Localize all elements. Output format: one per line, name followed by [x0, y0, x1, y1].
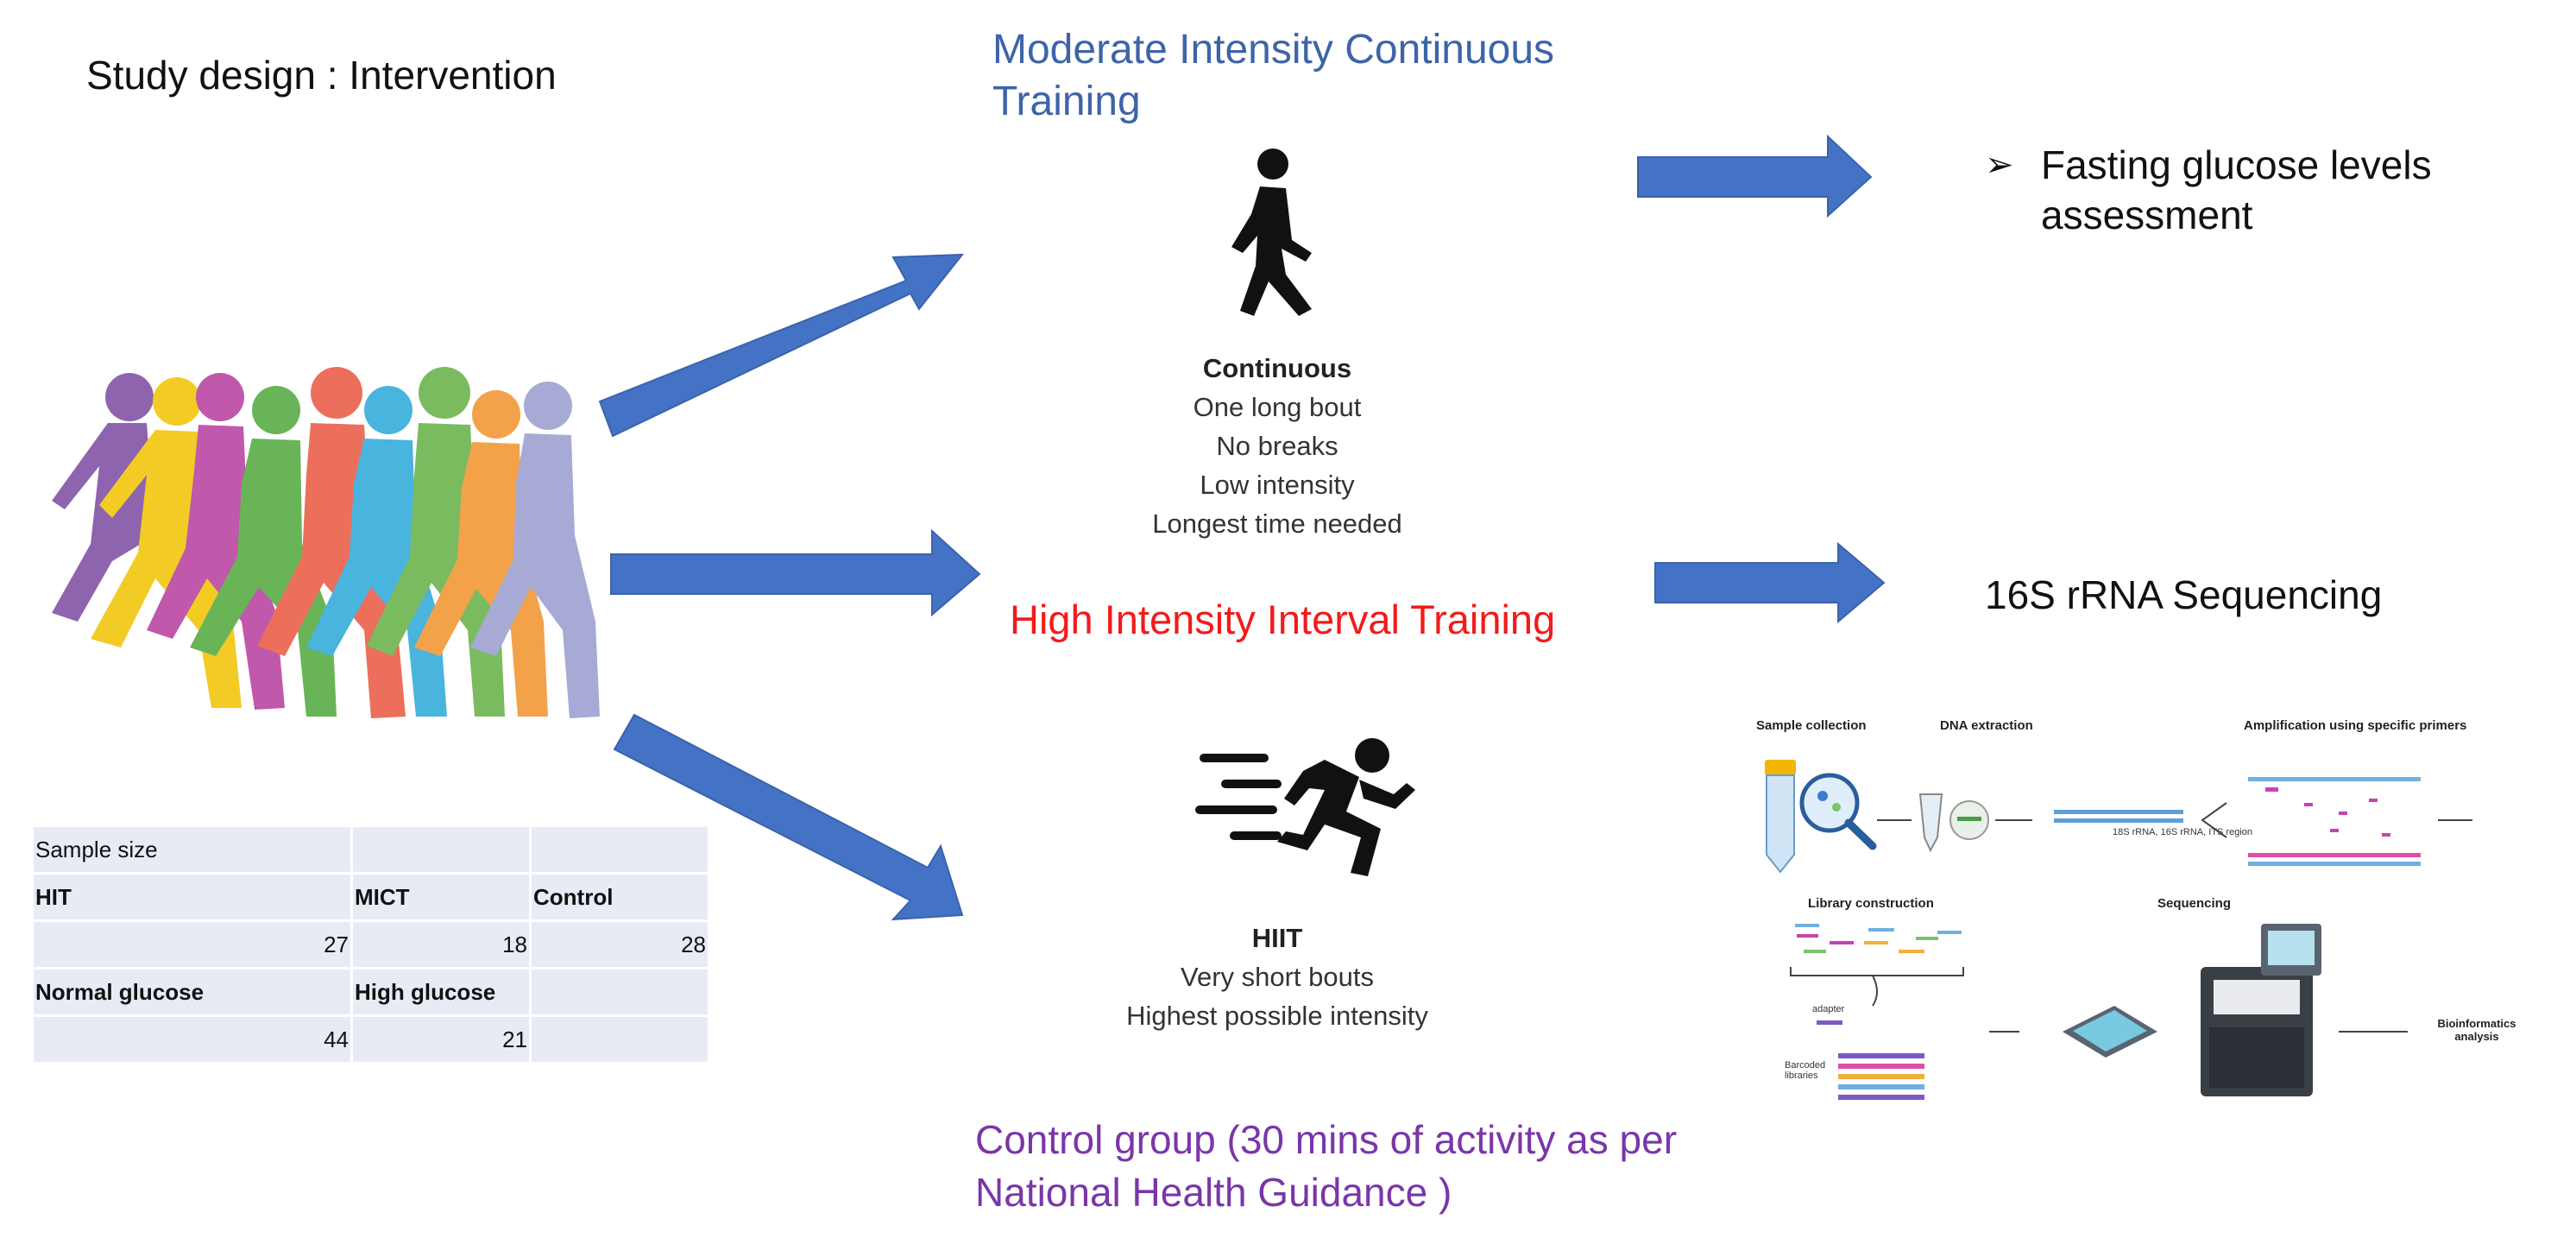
continuous-heading: Continuous [1202, 353, 1352, 383]
table-row: 44 21 [31, 1014, 710, 1064]
workflow-library-label: Library construction [1808, 896, 1934, 911]
table-header-cell: Sample size [31, 824, 353, 875]
barcoded-libraries-icon [1838, 1053, 1924, 1100]
continuous-line: No breaks [1216, 431, 1338, 461]
sample-size-table: Sample size HIT MICT Control 27 18 28 No… [31, 824, 710, 1064]
primer-strands-icon [2248, 777, 2421, 866]
table-row: Normal glucose High glucose [31, 967, 710, 1017]
arrow-to-fasting [1637, 134, 1873, 218]
arrow-bullet-icon: ➢ [1985, 146, 2014, 184]
workflow-graphics [1765, 760, 2472, 1100]
workflow-region-note: 18S rRNA, 16S rRNA, ITS region [2113, 827, 2253, 837]
library-fragments-icon [1790, 924, 1964, 1025]
workflow-sample-collection-label: Sample collection [1756, 718, 1867, 733]
workflow-sequencing-label: Sequencing [2157, 896, 2232, 911]
hiit-title: High Intensity Interval Training [1010, 597, 1556, 642]
runner-lavender-icon [470, 382, 600, 718]
pipette-tube-icon [1918, 793, 1989, 853]
dna-strand-icon [2054, 810, 2183, 823]
hiit-heading: HIIT [1251, 923, 1303, 953]
glucose-value-normal: 44 [31, 1014, 353, 1064]
glucose-value-high: 21 [350, 1014, 532, 1064]
continuous-line: One long bout [1193, 392, 1362, 422]
runner-orange-icon [414, 390, 548, 717]
sequencing-workflow-diagram: Sample collection DNA extraction Amplifi… [1743, 708, 2537, 1114]
table-row: 27 18 28 [31, 919, 710, 970]
runner-magenta-icon [147, 373, 285, 710]
control-group-title: Control group (30 mins of activity as pe… [975, 1117, 1678, 1215]
continuous-line: Low intensity [1200, 470, 1355, 500]
group-label-control: Control [529, 872, 710, 922]
walking-person-icon [1231, 148, 1312, 316]
glucose-label-normal: Normal glucose [31, 967, 353, 1017]
runners-illustration [52, 367, 600, 718]
hiit-description: HIIT Very short bouts Highest possible i… [1087, 919, 1467, 1035]
continuous-line: Longest time needed [1152, 508, 1402, 539]
hiit-line: Very short bouts [1180, 962, 1374, 992]
arrow-to-hiit [610, 528, 981, 617]
table-row: HIT MICT Control [31, 872, 710, 922]
workflow-barcoded-label: Barcoded libraries [1785, 1060, 1826, 1081]
hiit-line: Highest possible intensity [1126, 1001, 1428, 1031]
workflow-amplification-label: Amplification using specific primers [2244, 718, 2467, 733]
runner-blue-icon [306, 386, 447, 717]
group-value-control: 28 [529, 919, 710, 970]
mict-title: Moderate Intensity Continuous Training [992, 27, 1555, 124]
group-value-hit: 27 [31, 919, 353, 970]
fasting-glucose-label: Fasting glucose levels assessment [2041, 142, 2432, 237]
arrow-to-sequencing [1654, 541, 1886, 624]
sequencer-machine-icon [2201, 924, 2321, 1096]
sample-tube-icon [1765, 760, 1796, 874]
group-label-hit: HIT [31, 872, 353, 922]
runner-green-icon [190, 386, 337, 717]
group-label-mict: MICT [350, 872, 532, 922]
page-title: Study design : Intervention [86, 53, 557, 98]
workflow-bioinformatics-label: Bioinformatics analysis [2437, 1017, 2516, 1043]
table-row: Sample size [31, 824, 710, 875]
workflow-adapter-label: adapter [1812, 1004, 1845, 1014]
continuous-description: Continuous One long bout No breaks Low i… [1105, 349, 1450, 543]
glucose-label-high: High glucose [350, 967, 532, 1017]
magnifier-icon [1799, 773, 1877, 850]
arrow-to-mict [598, 253, 965, 438]
running-person-icon [1195, 738, 1415, 876]
sequencing-outcome: 16S rRNA Sequencing [1985, 572, 2383, 617]
tablet-icon [2063, 1006, 2157, 1058]
arrow-to-control [613, 713, 964, 921]
workflow-dna-extraction-label: DNA extraction [1940, 718, 2033, 733]
group-value-mict: 18 [350, 919, 532, 970]
